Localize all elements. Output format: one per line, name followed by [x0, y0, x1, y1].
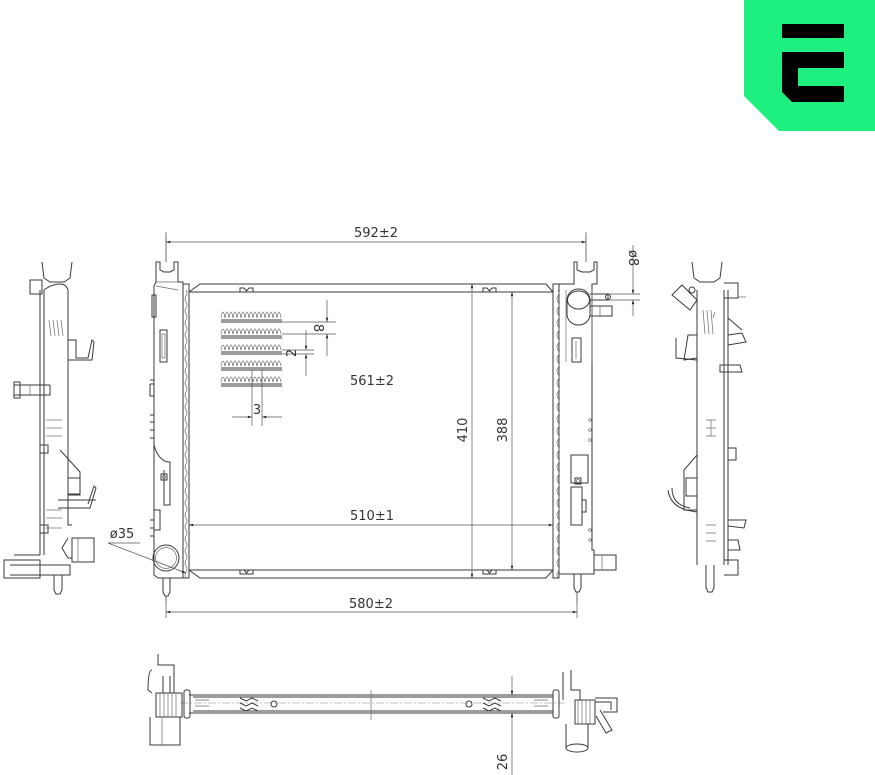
- outlet-pipe: [152, 544, 180, 572]
- right-side-view: [667, 261, 747, 593]
- label-fin-pitch: 8: [310, 324, 325, 332]
- right-header-plate: [552, 283, 560, 579]
- outlet-diameter-leader: [107, 542, 187, 574]
- pin-diameter-dim: [608, 245, 640, 316]
- fin-detail: [220, 300, 336, 426]
- label-inner-width: 510±1: [350, 509, 394, 524]
- brand-logo: [744, 0, 875, 131]
- label-fin-gap: 2: [285, 349, 300, 357]
- logo-glyph-top-bar: [782, 24, 844, 38]
- label-overall-height: 410: [456, 418, 471, 443]
- logo-glyph-bracket: [782, 52, 844, 102]
- label-pin-diameter: ø8: [625, 250, 640, 266]
- left-tank: [149, 232, 184, 604]
- label-tube-width: 3: [253, 403, 261, 418]
- label-outlet-diameter: ø35: [110, 527, 135, 542]
- label-mount-spacing: 580±2: [349, 597, 393, 612]
- radiator-core: [188, 283, 554, 579]
- label-overall-width: 592±2: [354, 226, 398, 241]
- label-core-height: 388: [496, 418, 511, 443]
- label-core-depth: 26: [496, 754, 511, 771]
- bottom-view: [147, 654, 618, 775]
- front-view: [107, 232, 640, 618]
- right-tank: [559, 232, 617, 604]
- left-header-plate: [182, 283, 190, 579]
- label-core-width: 561±2: [350, 374, 394, 389]
- left-side-view: [3, 261, 97, 595]
